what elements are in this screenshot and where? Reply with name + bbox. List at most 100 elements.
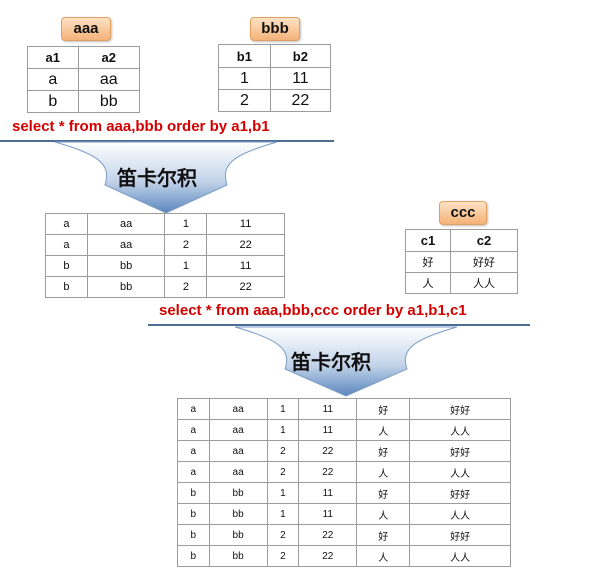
table-cell: b <box>177 503 210 525</box>
table-cell: b <box>177 482 210 504</box>
table-cell: aa <box>77 68 141 91</box>
table-cell: 22 <box>298 440 358 462</box>
table-cell: a <box>45 213 88 235</box>
table-cell: 22 <box>298 545 358 567</box>
table-row: 好好好 <box>404 251 518 273</box>
table-cell: b <box>177 524 210 546</box>
table-cell: a <box>177 398 210 420</box>
table-cell: 11 <box>269 67 332 90</box>
table-cell: a <box>177 461 210 483</box>
down-arrow-1 <box>54 141 278 214</box>
table-cell: 人人 <box>409 419 511 441</box>
table-cell: 好 <box>356 482 411 504</box>
column-header: c2 <box>450 229 518 252</box>
table-cell: 11 <box>298 398 358 420</box>
table-cell: 好好 <box>409 440 511 462</box>
table-cell: a <box>45 234 88 256</box>
table-cell: 1 <box>218 67 271 90</box>
table-cell: bb <box>86 255 166 277</box>
table-cell: a <box>177 419 210 441</box>
table-cell: 2 <box>266 461 300 483</box>
table-cell: 11 <box>206 255 285 277</box>
table-cell: 22 <box>269 89 332 112</box>
table-cell: 1 <box>266 503 300 525</box>
table-title-bbb: bbb <box>250 17 300 41</box>
table-cell: 11 <box>206 213 285 235</box>
table-cell: 1 <box>266 419 300 441</box>
table-cell: bb <box>77 90 141 113</box>
column-header: a2 <box>77 46 141 69</box>
table-cell: b <box>177 545 210 567</box>
table-cell: 22 <box>206 234 285 256</box>
table-cell: 好 <box>404 251 452 273</box>
table-cell: aa <box>208 461 268 483</box>
arrow-label-2: 笛卡尔积 <box>291 350 371 374</box>
divider-line-1 <box>0 140 334 142</box>
table-cell: 人人 <box>450 272 518 294</box>
table-cell: 好 <box>356 524 411 546</box>
table-cell: b <box>45 255 88 277</box>
table-cell: 人人 <box>409 545 511 567</box>
table-cell: aa <box>208 398 268 420</box>
table-cell: 好好 <box>450 251 518 273</box>
table-cell: 好 <box>356 398 411 420</box>
table-cell: aa <box>208 419 268 441</box>
table-cell: 好好 <box>409 482 511 504</box>
table-cell: 2 <box>218 89 271 112</box>
table-cell: aa <box>86 213 166 235</box>
table-title-aaa: aaa <box>61 17 111 41</box>
column-header: c1 <box>404 229 452 252</box>
table-cell: bb <box>208 482 268 504</box>
table-cell: 好 <box>356 440 411 462</box>
sql-query-1: select * from aaa,bbb order by a1,b1 <box>12 118 270 135</box>
table-cell: 11 <box>298 482 358 504</box>
table-cell: 1 <box>164 213 208 235</box>
table-cell: 人 <box>356 503 411 525</box>
table-cell: 人 <box>356 461 411 483</box>
table-cell: bb <box>208 503 268 525</box>
table-cell: bb <box>86 276 166 298</box>
table-cell: 好好 <box>409 398 511 420</box>
table-cell: b <box>45 276 88 298</box>
column-header: b1 <box>218 44 271 68</box>
table-cell: 2 <box>164 276 208 298</box>
column-header: a1 <box>27 46 79 69</box>
table-cell: 2 <box>266 545 300 567</box>
table-cell: bb <box>208 545 268 567</box>
table-cell: aa <box>208 440 268 462</box>
table-cell: 2 <box>164 234 208 256</box>
column-header: b2 <box>269 44 332 68</box>
table-row: 人人人 <box>404 272 518 294</box>
table-cell: 人人 <box>409 503 511 525</box>
table-cell: 22 <box>298 461 358 483</box>
table-cell: 11 <box>298 419 358 441</box>
table-cell: 22 <box>206 276 285 298</box>
table-cell: 人 <box>356 545 411 567</box>
arrow-label-1: 笛卡尔积 <box>117 166 197 190</box>
table-cell: 2 <box>266 524 300 546</box>
table-cell: 人 <box>356 419 411 441</box>
table-cell: 1 <box>164 255 208 277</box>
